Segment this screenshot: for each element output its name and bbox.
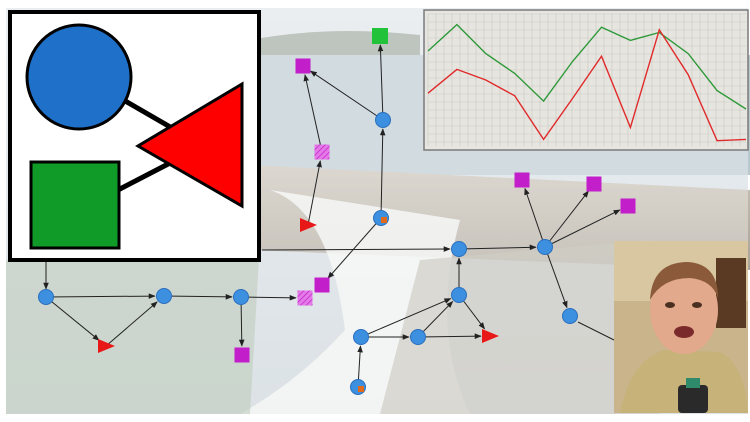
doorframe xyxy=(716,258,746,328)
edge-a7-a12 xyxy=(544,246,568,309)
node-a12 xyxy=(562,308,578,324)
node-t3-triangle xyxy=(482,329,499,343)
node-a7 xyxy=(537,239,553,255)
edge-h1-m1 xyxy=(303,74,323,153)
edge-a6-a7 xyxy=(458,244,537,251)
edge-a2-a3 xyxy=(163,294,233,300)
node-t2-triangle xyxy=(300,218,317,232)
chart-series-red xyxy=(427,28,747,142)
node-m5-square xyxy=(620,198,636,214)
node-m6-square xyxy=(314,277,330,293)
node-a2 xyxy=(156,288,172,304)
node-t1-triangle xyxy=(98,339,115,353)
hair xyxy=(650,262,718,300)
edge-a4-m1 xyxy=(309,70,384,121)
node-m1-square xyxy=(295,58,311,74)
edge-a5-a4 xyxy=(379,128,386,219)
edge-a3-h2 xyxy=(240,294,297,301)
node-m3-square xyxy=(514,172,530,188)
edge-t1-a2 xyxy=(105,301,158,347)
node-a10 xyxy=(353,329,369,345)
shirt xyxy=(620,350,748,413)
edge-a9-a8 xyxy=(417,300,454,338)
node-h2-square xyxy=(297,290,313,306)
node-g1-square xyxy=(372,28,388,44)
edge-a4-g1 xyxy=(377,44,384,121)
node-a3 xyxy=(233,289,249,305)
node-a11-badge xyxy=(358,386,364,392)
edge-extra-1 xyxy=(261,246,451,252)
node-m2-square xyxy=(234,347,250,363)
legend-connector-circle xyxy=(118,95,174,131)
edge-a1-a2 xyxy=(45,293,156,299)
node-a9 xyxy=(410,329,426,345)
edge-t2-h1 xyxy=(307,160,322,226)
edge-a7-m3 xyxy=(524,187,546,248)
legend-circle-icon xyxy=(25,23,133,131)
edge-a3-m2 xyxy=(238,296,245,347)
node-a6 xyxy=(451,241,467,257)
node-m4-square xyxy=(586,176,602,192)
microphone-grille xyxy=(686,378,700,388)
node-a4 xyxy=(375,112,391,128)
network-nodes xyxy=(38,28,636,395)
eye-right xyxy=(692,302,702,308)
mouth xyxy=(674,326,694,338)
node-a1 xyxy=(38,289,54,305)
edge-a10-a8 xyxy=(360,298,452,338)
legend-panel xyxy=(8,10,261,262)
node-a5-badge xyxy=(381,217,387,223)
node-a8 xyxy=(451,287,467,303)
legend-square-icon xyxy=(29,160,121,250)
line-chart xyxy=(423,9,749,151)
edge-a9-t3 xyxy=(417,333,482,340)
legend-connector-square xyxy=(116,159,174,193)
edge-a7-m4 xyxy=(544,190,589,248)
edge-extra-2 xyxy=(577,321,615,341)
face xyxy=(650,266,718,354)
webcam-inset xyxy=(614,241,748,413)
legend-triangle-icon xyxy=(135,81,244,209)
microphone-icon xyxy=(678,385,708,413)
node-h1-square xyxy=(314,144,330,160)
chart-series xyxy=(427,23,747,142)
edge-a1-t1 xyxy=(45,296,100,341)
chart-series-green xyxy=(427,23,747,110)
edge-a5-m6 xyxy=(327,217,382,279)
edge-a7-m5 xyxy=(544,209,621,248)
eye-left xyxy=(665,302,675,308)
